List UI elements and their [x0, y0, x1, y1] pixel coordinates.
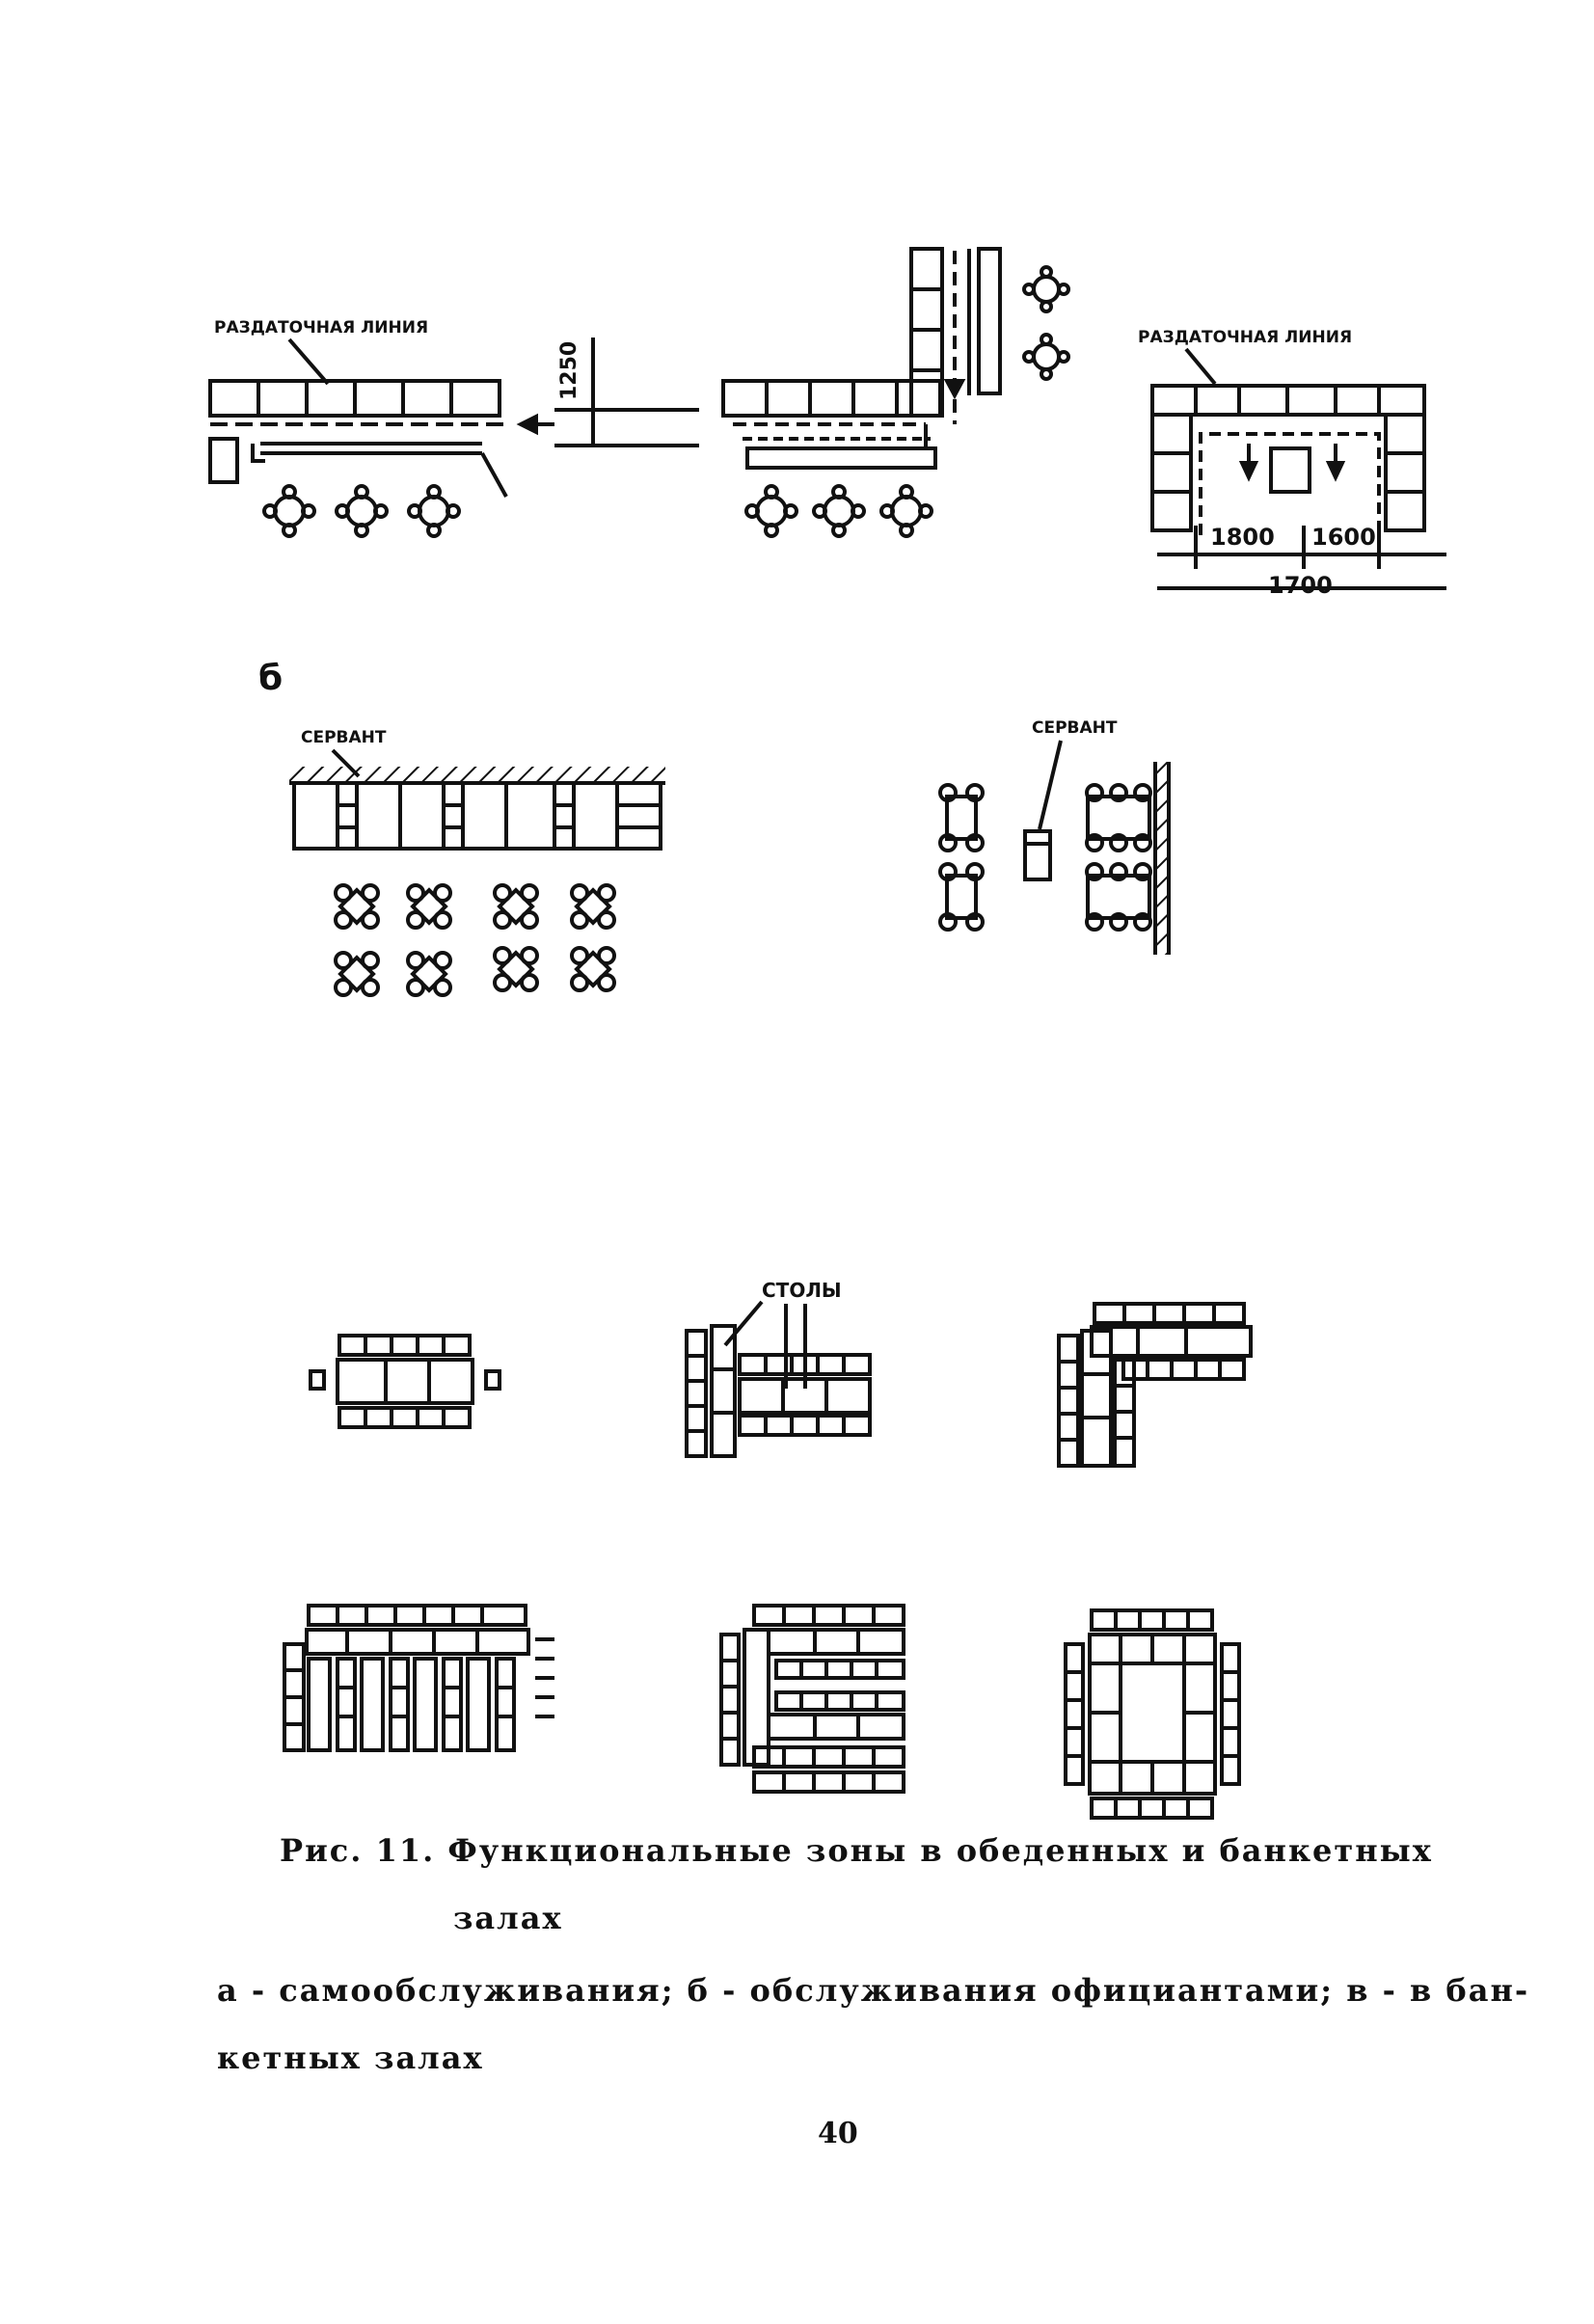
section-v-banquet: СТОЛЫ — [283, 1279, 1253, 1820]
page-number: 40 — [818, 2117, 858, 2150]
figure-caption-title: Рис. 11. Функциональные зоны в обеденных… — [280, 1832, 1433, 1869]
serving-line-island: РАЗДАТОЧНАЯ ЛИНИЯ 1800 1600 1700 — [1138, 328, 1446, 599]
tables-label: СТОЛЫ — [762, 1279, 842, 1302]
serving-line-label-left: РАЗДАТОЧНАЯ ЛИНИЯ — [214, 318, 428, 338]
chair-group-left — [262, 484, 461, 538]
banquet-layout-straight — [309, 1334, 501, 1429]
section-b-waiter-service: СЕРВАНТ СЕРВАНТ — [289, 718, 1171, 997]
section-a-self-service: РАЗДАТОЧНАЯ ЛИНИЯ 1250 — [208, 247, 1446, 599]
figure-caption-legend-continued: кетных залах — [217, 2040, 484, 2076]
sideboard-wall-right: СЕРВАНТ — [938, 718, 1171, 955]
four-seat-tables — [334, 883, 616, 997]
banquet-layout-e-shape — [719, 1604, 905, 1794]
chair-group-middle — [744, 484, 933, 538]
serving-line-label-right: РАЗДАТОЧНАЯ ЛИНИЯ — [1138, 328, 1352, 347]
chair-group-side — [1022, 265, 1070, 381]
sideboard-label-right: СЕРВАНТ — [1032, 718, 1118, 738]
dimension-total: 1700 — [1268, 572, 1333, 599]
aisle-arrow: 1250 — [516, 338, 699, 447]
banquet-layout-square — [1064, 1608, 1241, 1820]
dimension-right: 1600 — [1311, 524, 1376, 551]
banquet-layout-multi-comb — [283, 1604, 554, 1752]
sideboard-label-left: СЕРВАНТ — [301, 728, 387, 747]
serving-line-corner — [721, 247, 1002, 470]
sideboard-wall-left: СЕРВАНТ — [289, 728, 665, 851]
figure-caption-legend: а - самообслуживания; б - обслуживания о… — [217, 1972, 1530, 2009]
aisle-dimension: 1250 — [557, 341, 581, 400]
section-b-label: б — [258, 659, 283, 698]
dimension-left: 1800 — [1210, 524, 1275, 551]
figure-caption-title-continued: залах — [453, 1900, 563, 1936]
banquet-layout-l-shape — [1057, 1302, 1253, 1468]
serving-line-left: РАЗДАТОЧНАЯ ЛИНИЯ — [208, 318, 511, 498]
banquet-layout-comb: СТОЛЫ — [685, 1279, 872, 1458]
